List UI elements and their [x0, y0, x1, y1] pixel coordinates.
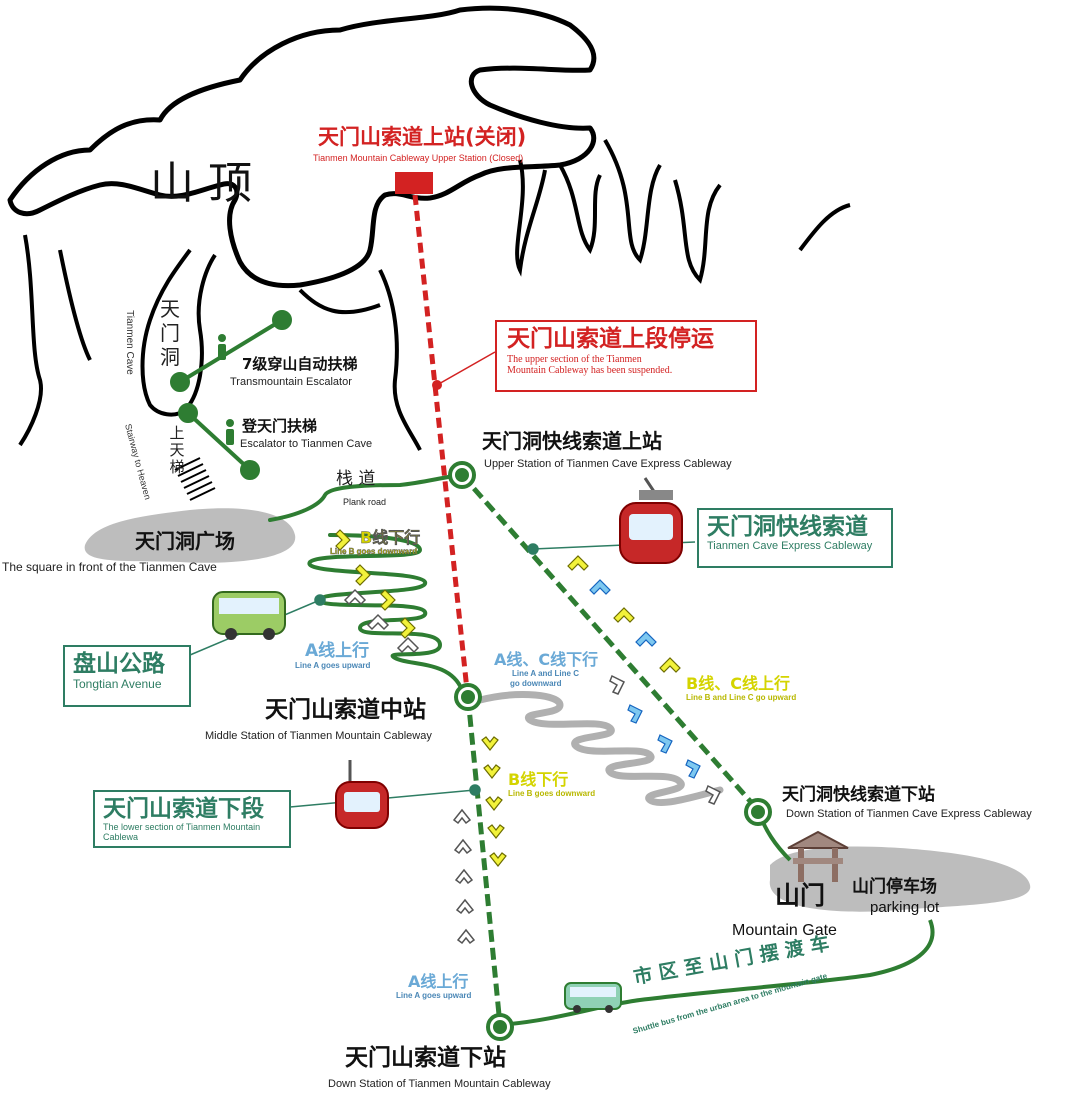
tag-bc-up-en: Line B and Line C go upward — [686, 693, 797, 702]
tag-a-up-2: A线上行 Line A goes upward — [396, 972, 471, 1000]
escalator-cave-label: 登天门扶梯 — [242, 417, 318, 435]
express-upper-label: 天门洞快线索道上站 — [482, 429, 662, 453]
cliff-left-2 — [58, 249, 92, 361]
tag-a-up-2-zh: A线上行 — [408, 972, 469, 991]
suspended-notice: 天门山索道上段停运 The upper section of the Tianm… — [495, 320, 757, 392]
avenue-box: 盘山公路 Tongtian Avenue — [63, 645, 191, 707]
escalator-7-sub: Transmountain Escalator — [230, 376, 352, 388]
tag-b-down-2-zh: B线下行 — [508, 770, 569, 789]
tag-a-up-1: A线上行 Line A goes upward — [295, 641, 370, 670]
upper-station-sub: Tianmen Mountain Cableway Upper Station … — [313, 153, 524, 163]
express-gondola-icon — [619, 477, 683, 564]
ledge-1 — [298, 288, 381, 315]
escalator-lines — [170, 310, 292, 480]
cliff-right-3 — [603, 138, 662, 264]
express-cableway-line — [460, 473, 760, 812]
lower-gondola-icon — [335, 760, 389, 829]
escalator-7-label: 7级穿山自动扶梯 — [242, 355, 358, 373]
cave-label-1: 天 — [160, 297, 180, 321]
express-down-sub: Down Station of Tianmen Cave Express Cab… — [786, 808, 1032, 820]
square-label: 天门洞广场 — [135, 529, 235, 553]
escalator-person-icon — [218, 334, 234, 445]
lower-section-title: 天门山索道下段 — [103, 796, 264, 822]
tag-a-up-1-en: Line A goes upward — [295, 661, 371, 670]
express-upper-sub: Upper Station of Tianmen Cave Express Ca… — [484, 458, 732, 470]
parking-label: 山门停车场 — [852, 877, 937, 897]
blue-arrows — [589, 579, 701, 779]
gate-sub: Mountain Gate — [732, 922, 837, 939]
station-middle — [454, 683, 482, 711]
mountain-outline — [7, 5, 597, 289]
plank-road-label: 栈 道 — [336, 469, 376, 489]
avenue-bus-icon — [212, 591, 286, 640]
express-cableway-title: 天门洞快线索道 — [707, 514, 868, 540]
cave-wall-right — [378, 269, 422, 451]
cave-label-en: Tianmen Cave — [123, 310, 135, 375]
express-down-label: 天门洞快线索道下站 — [782, 785, 935, 805]
tag-bc-up-zh: B线、C线上行 — [686, 674, 790, 693]
shuttle-bus-icon — [564, 982, 622, 1013]
suspended-cableway-line — [412, 194, 470, 691]
lower-section-box: 天门山索道下段 The lower section of Tianmen Mou… — [93, 790, 291, 848]
upper-station-marker — [395, 172, 433, 194]
down-station-label: 天门山索道下站 — [345, 1045, 506, 1071]
avenue-title: 盘山公路 — [73, 651, 165, 677]
stairway-label: 上天梯 — [167, 425, 186, 476]
tag-ac-down: A线、C线下行 Line A and Line C go downward — [494, 652, 598, 688]
upper-station-label: 天门山索道上站(关闭) — [318, 125, 527, 149]
summit-label: 山 顶 — [150, 158, 252, 209]
suspended-notice-title: 天门山索道上段停运 — [507, 326, 714, 352]
cave-label-2: 门 — [160, 321, 180, 345]
plank-road-sub: Plank road — [343, 497, 387, 507]
tag-ac-down-zh: A线、C线下行 — [494, 650, 599, 669]
shuttle-road — [499, 919, 935, 1027]
cliff-right-4 — [673, 179, 722, 284]
cliff-right-5 — [798, 203, 851, 252]
middle-station-sub: Middle Station of Tianmen Mountain Cable… — [205, 730, 432, 742]
cliff-left-1 — [18, 234, 43, 447]
station-down — [486, 1013, 514, 1041]
cliff-right-1 — [515, 159, 547, 277]
square-sub: The square in front of the Tianmen Cave — [2, 560, 217, 574]
white-arrows — [343, 588, 722, 945]
yellow-arrows — [335, 529, 681, 867]
tag-b-down-2-en: Line B goes downward — [508, 789, 596, 798]
tag-b-down-1-zh: B线下行 — [360, 528, 421, 547]
tag-ac-down-en2: go downward — [510, 679, 562, 688]
middle-station-label: 天门山索道中站 — [265, 697, 426, 723]
cave-wall-left — [140, 248, 217, 417]
station-express-down — [744, 798, 772, 826]
lower-section-sub: The lower section of Tianmen Mountain Ca… — [103, 822, 261, 843]
mountain-road — [268, 473, 464, 692]
lower-cableway-line — [465, 696, 503, 1026]
tag-a-up-1-zh: A线上行 — [305, 641, 370, 661]
square-area — [84, 508, 296, 563]
parking-sub: parking lot — [870, 899, 940, 916]
down-station-sub: Down Station of Tianmen Mountain Cablewa… — [328, 1078, 551, 1090]
cliff-right-2 — [558, 164, 602, 255]
tag-a-up-2-en: Line A goes upward — [396, 991, 472, 1000]
escalator-cave-sub: Escalator to Tianmen Cave — [240, 438, 373, 450]
suspended-notice-line1: The upper section of the Tianmen — [507, 353, 642, 365]
suspended-notice-line2: Mountain Cableway has been suspended. — [507, 364, 673, 376]
tag-ac-down-en1: Line A and Line C — [512, 669, 579, 678]
tag-b-down-1-en: Line B goes downward — [330, 547, 418, 556]
station-express-upper — [448, 461, 476, 489]
gate-label: 山门 — [775, 881, 826, 910]
cave-label-3: 洞 — [160, 345, 180, 369]
tag-b-down-1: B线下行 Line B goes downward — [330, 528, 421, 556]
gate-pavilion-icon — [787, 830, 849, 882]
express-cableway-sub: Tianmen Cave Express Cableway — [707, 540, 873, 553]
gray-road — [476, 691, 724, 807]
stairway-hatch — [174, 457, 216, 501]
tag-bc-up: B线、C线上行 Line B and Line C go upward — [686, 676, 796, 702]
express-cableway-box: 天门洞快线索道 Tianmen Cave Express Cableway — [697, 508, 893, 568]
tag-b-down-2: B线下行 Line B goes downward — [508, 772, 595, 798]
avenue-sub: Tongtian Avenue — [73, 677, 162, 692]
